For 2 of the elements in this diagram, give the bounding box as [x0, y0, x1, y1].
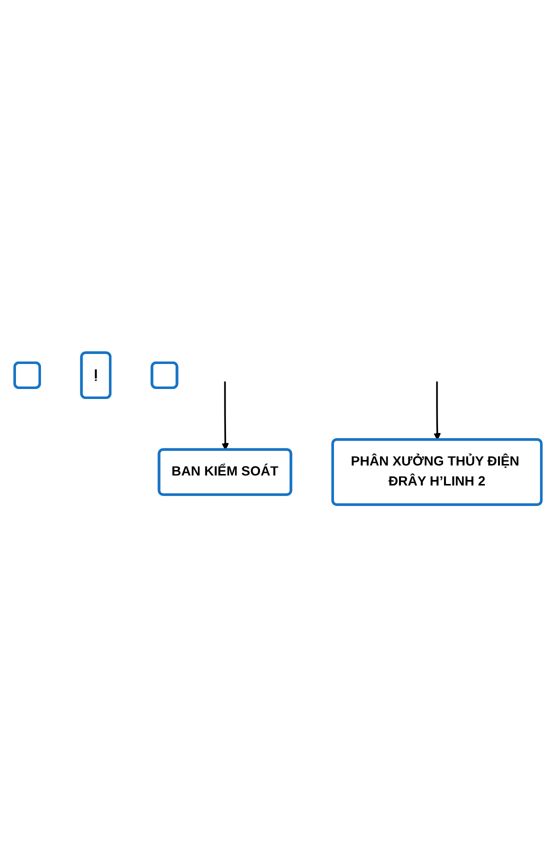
arrow [222, 382, 229, 451]
arrow [434, 382, 441, 441]
